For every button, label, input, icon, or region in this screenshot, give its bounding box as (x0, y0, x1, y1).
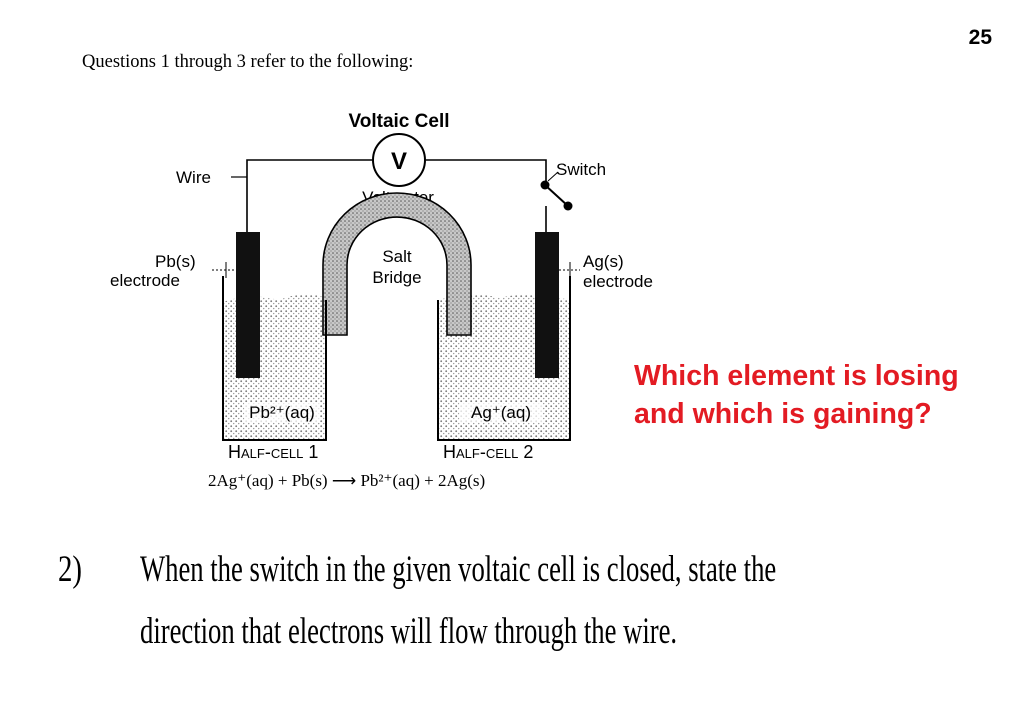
diagram-title: Voltaic Cell (348, 111, 449, 132)
pb-electrode-label-line2: electrode (110, 271, 180, 290)
half-cell-1-label: Half-cell 1 (228, 442, 318, 462)
half-cell-2-beaker (437, 276, 571, 441)
switch (540, 171, 573, 211)
ag-electrode (535, 232, 559, 378)
half-cell-1-beaker (222, 276, 327, 441)
salt-bridge-label-line2: Bridge (372, 268, 421, 287)
salt-bridge (322, 192, 472, 336)
salt-bridge-label-line1: Salt (382, 247, 412, 266)
switch-label: Switch (556, 160, 606, 179)
wire-label: Wire (176, 168, 211, 187)
pb-electrode (236, 232, 260, 378)
question-number: 2) (58, 549, 83, 590)
pb-ion-label: Pb²⁺(aq) (249, 403, 315, 422)
page-number: 25 (968, 26, 992, 49)
intro-text: Questions 1 through 3 refer to the follo… (82, 52, 414, 72)
question-line-1: When the switch in the given voltaic cel… (140, 549, 777, 590)
ag-electrode-label-line1: Ag(s) (583, 252, 624, 271)
question-line-2: direction that electrons will flow throu… (140, 611, 678, 652)
half-cell-2-label: Half-cell 2 (443, 442, 533, 462)
wire (246, 159, 547, 232)
voltmeter: V (372, 133, 426, 187)
ag-electrode-label-line2: electrode (583, 272, 653, 291)
question-prompt: Which element is losing and which is gai… (634, 360, 959, 430)
cell-equation: 2Ag⁺(aq) + Pb(s) ⟶ Pb²⁺(aq) + 2Ag(s) (208, 471, 485, 490)
pb-electrode-label-line1: Pb(s) (155, 252, 196, 271)
voltmeter-symbol: V (391, 148, 407, 175)
ag-ion-label: Ag⁺(aq) (471, 403, 531, 422)
